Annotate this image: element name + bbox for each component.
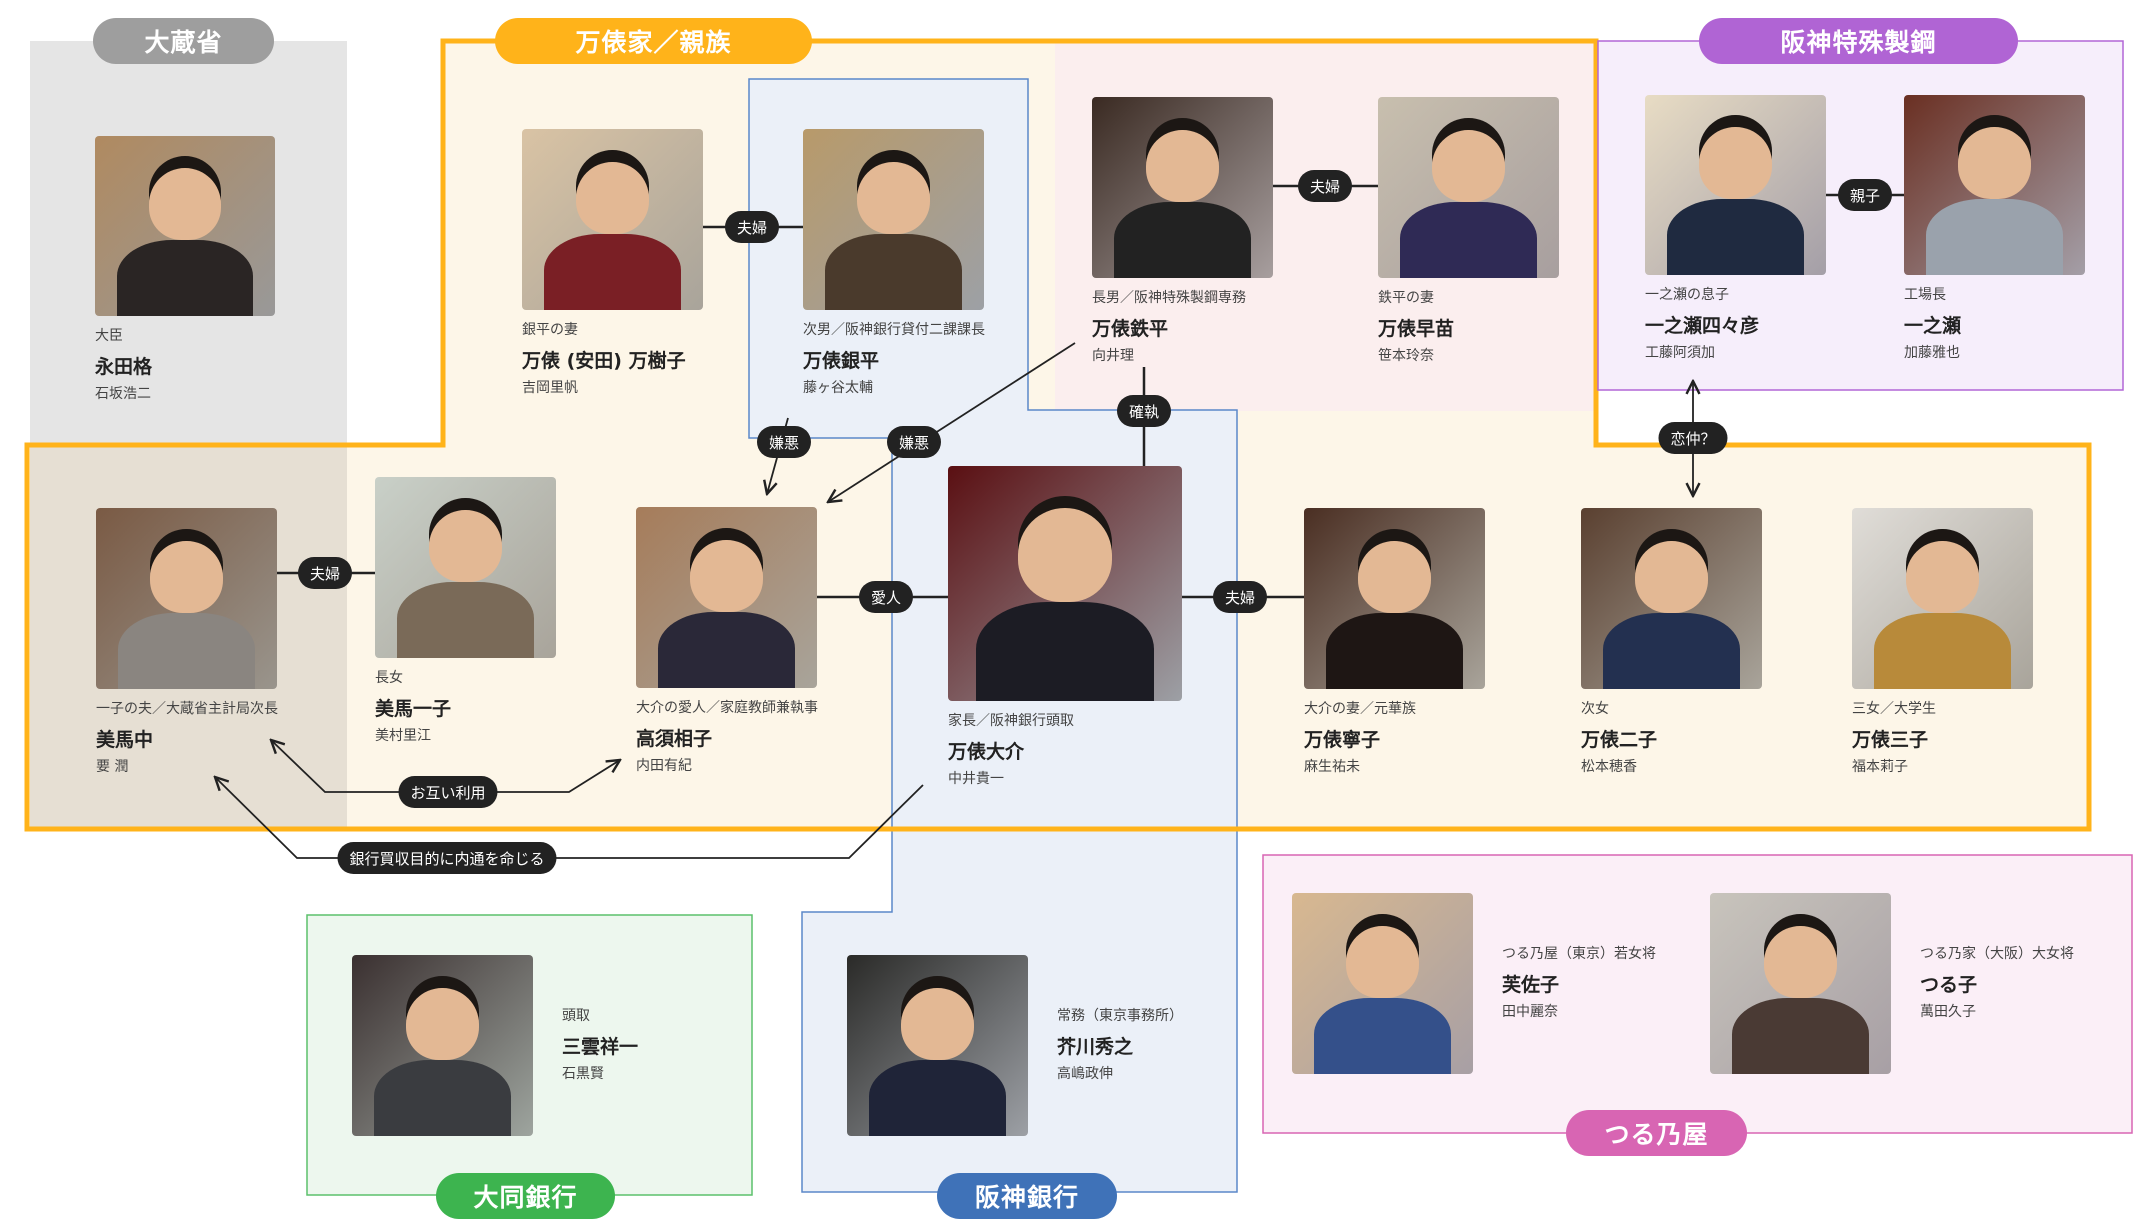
person-photo (95, 136, 275, 316)
group-label-okurasho: 大蔵省 (93, 18, 274, 64)
person-actor: 藤ヶ谷太輔 (803, 380, 873, 396)
person-actor: 工藤阿須加 (1645, 345, 1715, 361)
person-photo (948, 466, 1182, 701)
person-name: 永田格 (95, 356, 153, 378)
person-name: 一之瀬四々彦 (1645, 315, 1760, 337)
person-role: 常務（東京事務所） (1057, 1008, 1183, 1024)
person-photo (1092, 97, 1273, 278)
person-name: 高須相子 (636, 728, 713, 750)
relation-label: 銀行買収目的に内通を命じる (337, 842, 557, 874)
person-actor: 要 潤 (96, 759, 129, 775)
group-label-family: 万俵家／親族 (495, 18, 812, 64)
relation-label: 確執 (1116, 395, 1172, 427)
person-photo (1645, 95, 1826, 275)
person-name: 万俵三子 (1852, 729, 1929, 751)
relation-label: 夫婦 (1212, 581, 1268, 613)
person-photo (1292, 893, 1473, 1074)
person-actor: 石坂浩二 (95, 386, 151, 402)
person-photo (1378, 97, 1559, 278)
person-actor: 笹本玲奈 (1378, 348, 1434, 364)
relation-label: 嫌悪 (756, 426, 812, 458)
person-actor: 中井貴一 (948, 771, 1004, 787)
person-photo (803, 129, 984, 310)
person-name: 万俵鉄平 (1092, 318, 1169, 340)
person-role: 次女 (1581, 701, 1609, 717)
person-name: 美馬中 (96, 729, 154, 751)
person-role: つる乃屋（東京）若女将 (1502, 946, 1656, 962)
line-naitsuu (215, 777, 924, 859)
person-actor: 美村里江 (375, 728, 431, 744)
person-role: 長女 (375, 670, 403, 686)
person-actor: 萬田久子 (1920, 1004, 1976, 1020)
person-name: 三雲祥一 (562, 1036, 639, 1058)
person-actor: 麻生祐未 (1304, 759, 1360, 775)
line-keno-2 (828, 342, 1076, 502)
person-role: つる乃家（大阪）大女将 (1920, 946, 2074, 962)
person-role: 三女／大学生 (1852, 701, 1936, 717)
person-actor: 福本莉子 (1852, 759, 1908, 775)
person-role: 大介の妻／元華族 (1304, 701, 1416, 717)
person-actor: 石黒賢 (562, 1066, 604, 1082)
relation-label: 愛人 (858, 581, 914, 613)
person-photo (522, 129, 703, 310)
person-actor: 松本穂香 (1581, 759, 1637, 775)
person-photo (636, 507, 817, 688)
relation-label: 親子 (1837, 179, 1893, 211)
person-name: 万俵 (安田) 万樹子 (522, 350, 686, 372)
person-photo (1710, 893, 1891, 1074)
person-name: つる子 (1920, 974, 1978, 996)
person-actor: 田中麗奈 (1502, 1004, 1558, 1020)
group-label-tsurunoya: つる乃屋 (1566, 1110, 1747, 1156)
group-label-daido: 大同銀行 (436, 1173, 615, 1219)
person-actor: 加藤雅也 (1904, 345, 1960, 361)
person-photo (847, 955, 1028, 1136)
person-name: 万俵二子 (1581, 729, 1658, 751)
person-name: 一之瀬 (1904, 315, 1962, 337)
person-actor: 吉岡里帆 (522, 380, 578, 396)
person-role: 銀平の妻 (522, 322, 578, 338)
relation-label: お互い利用 (398, 776, 498, 808)
person-role: 大臣 (95, 328, 123, 344)
person-role: 次男／阪神銀行貸付二課課長 (803, 322, 985, 338)
person-photo (1852, 508, 2033, 689)
person-name: 芥川秀之 (1057, 1036, 1134, 1058)
person-name: 万俵早苗 (1378, 318, 1455, 340)
person-role: 一子の夫／大蔵省主計局次長 (96, 701, 278, 717)
relation-label: 恋仲？ (1658, 422, 1728, 454)
person-role: 鉄平の妻 (1378, 290, 1434, 306)
person-name: 万俵銀平 (803, 350, 880, 372)
person-photo (96, 508, 277, 689)
person-actor: 内田有紀 (636, 758, 692, 774)
person-name: 万俵寧子 (1304, 729, 1381, 751)
person-role: 一之瀬の息子 (1645, 287, 1729, 303)
person-name: 万俵大介 (948, 741, 1025, 763)
group-label-tokushu: 阪神特殊製鋼 (1699, 18, 2018, 64)
family-region-border (24, 38, 2092, 832)
person-photo (1904, 95, 2085, 275)
person-role: 大介の愛人／家庭教師兼執事 (636, 700, 818, 716)
relation-label: 嫌悪 (886, 426, 942, 458)
person-role: 工場長 (1904, 287, 1946, 303)
person-name: 美馬一子 (375, 698, 452, 720)
person-photo (352, 955, 533, 1136)
relation-label: 夫婦 (297, 557, 353, 589)
person-photo (1304, 508, 1485, 689)
person-actor: 向井理 (1092, 348, 1134, 364)
person-role: 長男／阪神特殊製鋼専務 (1092, 290, 1246, 306)
person-actor: 高嶋政伸 (1057, 1066, 1113, 1082)
person-photo (1581, 508, 1762, 689)
person-name: 芙佐子 (1502, 974, 1560, 996)
person-role: 頭取 (562, 1008, 590, 1024)
relation-label: 夫婦 (724, 211, 780, 243)
group-label-hanshin: 阪神銀行 (937, 1173, 1117, 1219)
relation-label: 夫婦 (1297, 170, 1353, 202)
person-photo (375, 477, 556, 658)
person-role: 家長／阪神銀行頭取 (948, 713, 1074, 729)
